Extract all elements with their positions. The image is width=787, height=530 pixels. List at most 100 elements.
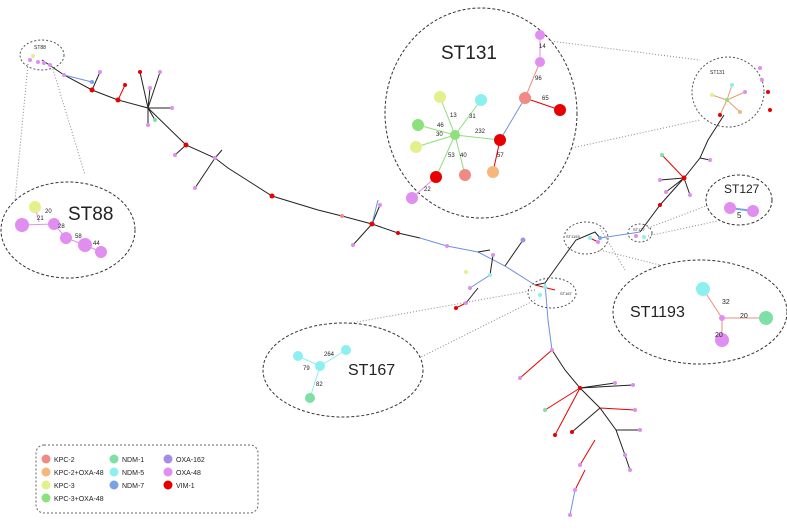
legend-label: KPC-2+OXA-48 [54,470,104,477]
st131-node [519,92,531,104]
tree-node [628,468,632,472]
st167-node [293,351,303,361]
small-st88: ST88 [19,39,65,71]
small-st127-label: ST127 [633,227,646,232]
tree-node [631,383,635,387]
tree-node [568,513,572,517]
edge-label: 13 [450,113,457,119]
small-st131: ST131 [691,56,772,128]
st131-node [535,30,545,40]
tree-node [269,193,275,199]
tree-node [491,253,495,257]
legend-label: NDM-5 [122,470,144,477]
tree-node [578,386,582,390]
legend-item: KPC-2+OXA-48 [41,467,104,477]
st131-node [475,94,487,106]
tree-node [658,178,662,182]
st127-inset: ST127 5 [705,174,773,226]
st131-title: ST131 [441,43,497,64]
st88-title: ST88 [68,204,113,225]
tree-node [488,273,492,277]
st131-node [412,119,424,131]
st167-node [305,393,315,403]
tree-node [464,270,468,274]
legend-label: KPC-3 [54,483,75,490]
st131-node [494,134,506,146]
legend-item: NDM-1 [109,454,144,464]
edge-label: 53 [448,153,455,159]
small-st167-label: ST167 [560,291,573,296]
tree-node [90,80,94,84]
st127-node [747,205,759,217]
small-st88-label: ST88 [34,45,46,51]
tree-node [115,97,121,103]
edge-label: 32 [722,299,730,306]
edge-label: 232 [475,129,486,135]
tree-node [148,86,152,90]
tree-node [351,243,355,247]
tree-node [396,231,400,235]
legend-label: KPC-3+OXA-48 [54,496,104,503]
legend-label: OXA-162 [176,457,205,464]
st127-node [724,202,736,214]
edge-label: 79 [303,366,310,372]
st88-node [48,218,60,230]
small-st167: ST167 [527,277,577,309]
st88-inset: ST88 20 21 28 58 44 [0,181,136,279]
tree-node [340,214,344,218]
legend-label: OXA-48 [176,470,201,477]
edge-label: 82 [316,382,323,388]
tree-node [708,158,712,162]
edge-label: 14 [539,44,546,50]
tree-node [173,153,177,157]
small-st1193-label: ST1193 [566,234,580,239]
tree-node [153,118,157,122]
legend-label: NDM-1 [122,457,144,464]
edge-label: 58 [75,234,82,240]
edge-label: 57 [497,153,504,159]
tree-node [623,453,627,457]
edge-label: 22 [424,187,431,193]
edge-label: 20 [715,332,723,339]
edge-label: 65 [542,96,549,102]
tree-node [62,73,66,77]
st167-node [315,361,325,371]
edge-label: 96 [535,76,542,82]
st88-node [78,238,92,252]
legend-label: KPC-2 [54,457,75,464]
tree-node [633,408,637,412]
st167-inset: ST167 264 79 82 [262,322,424,418]
st131-node [459,169,471,181]
st131-node [406,192,418,204]
edge-label: 31 [469,114,476,120]
tree-node [664,190,668,194]
st167-title: ST167 [348,362,395,379]
st167-node [341,345,351,355]
tree-node [570,430,574,434]
legend-item: VIM-1 [163,480,195,490]
tree-node [445,244,449,248]
legend: KPC-2 NDM-1 OXA-162 KPC-2+OXA-48 NDM-5 O… [35,444,259,514]
tree-node [688,193,692,197]
tree-node [520,237,526,243]
tree-node [464,301,468,305]
tree-node [598,236,602,240]
edge-label: 20 [45,209,52,215]
edge-label: 28 [58,224,65,230]
tree-node [638,428,642,432]
st1193-title: ST1193 [630,304,685,321]
st1193-node [715,333,729,347]
st131-node [434,91,446,103]
tree-node [454,306,458,310]
tree-node [613,381,617,385]
tree-node [213,156,217,160]
st131-node [430,171,442,183]
tree-node [658,203,662,207]
edge-label: 44 [93,241,100,247]
legend-label: NDM-7 [122,483,144,490]
edge-label: 30 [436,132,443,138]
edge-label: 40 [460,153,467,159]
tree-node [518,376,522,380]
tree-nodes [62,70,712,517]
